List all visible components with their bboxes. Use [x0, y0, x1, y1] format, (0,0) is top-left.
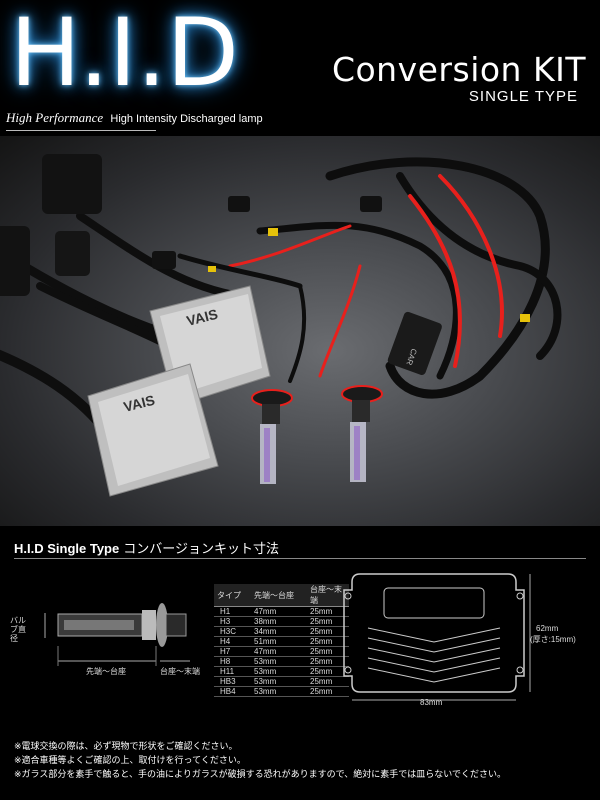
product-subtitle: SINGLE TYPE: [468, 88, 578, 105]
note-line: ※適合車種等よくご確認の上、取付けを行ってください。: [14, 756, 246, 766]
note-line: ※電球交換の際は、必ず現物で形状をご確認ください。: [14, 742, 238, 752]
ballast-lower: VAIS: [87, 363, 219, 497]
table-header: 先端～台座: [251, 584, 307, 607]
connector-clip: [208, 266, 216, 272]
kit-illustration: CAR VAIS VAIS: [0, 154, 562, 497]
section-heading-en: H.I.D Single Type: [14, 541, 120, 556]
product-title: Conversion KIT: [331, 50, 586, 89]
table-cell: 38mm: [251, 616, 307, 627]
harness-connector: [228, 196, 250, 212]
ballast-thickness-label: (厚さ:15mm): [530, 635, 576, 644]
ballast-brand: VAIS: [185, 306, 220, 329]
ballast-height-label: 62mm: [536, 624, 559, 633]
tagline-text: High Intensity Discharged lamp: [110, 113, 263, 125]
table-cell: 25mm: [307, 646, 349, 657]
table-header: 台座～末端: [307, 584, 349, 607]
table-cell: 25mm: [307, 666, 349, 677]
table-cell: 25mm: [307, 686, 349, 697]
tip-to-base-label: 先端～台座: [86, 667, 126, 676]
hid-bulb-right: [341, 385, 383, 482]
connector-plug: [55, 231, 90, 276]
table-cell: H3: [214, 616, 251, 627]
product-photo: CAR VAIS VAIS: [0, 136, 600, 526]
ballast-width-label: 83mm: [420, 698, 443, 707]
table-cell: 25mm: [307, 626, 349, 637]
table-cell: H7: [214, 646, 251, 657]
tagline: High Performance High Intensity Discharg…: [6, 110, 263, 126]
relay-box: [387, 311, 442, 376]
tagline-script: High Performance: [6, 110, 104, 125]
table-cell: 47mm: [251, 646, 307, 657]
table-cell: 25mm: [307, 656, 349, 667]
harness-connector: [360, 196, 382, 212]
harness-connector: [152, 251, 176, 269]
connector-block: [42, 154, 102, 214]
section-heading-jp: コンバージョンキット寸法: [123, 541, 279, 556]
table-cell: 53mm: [251, 676, 307, 687]
table-header-row: タイプ 先端～台座 台座～末端: [214, 584, 349, 607]
table-cell: 25mm: [307, 606, 349, 617]
notes: ※電球交換の際は、必ず現物で形状をご確認ください。 ※適合車種等よくご確認の上、…: [14, 740, 506, 782]
base-to-end-label: 台座～末端: [160, 667, 200, 676]
table-cell: 25mm: [307, 636, 349, 647]
table-cell: 25mm: [307, 676, 349, 687]
ballast-diagram: [343, 573, 531, 701]
table-cell: H8: [214, 656, 251, 667]
table-cell: H1: [214, 606, 251, 617]
section-divider: [14, 558, 586, 559]
table-cell: H11: [214, 666, 251, 677]
table-cell: 53mm: [251, 656, 307, 667]
connector-block: [0, 226, 30, 296]
table-cell: 47mm: [251, 606, 307, 617]
table-cell: 51mm: [251, 636, 307, 647]
table-cell: 34mm: [251, 626, 307, 637]
table-cell: 25mm: [307, 616, 349, 627]
ballast-brand: VAIS: [122, 392, 157, 415]
connector-clip: [268, 228, 278, 236]
table-cell: HB3: [214, 676, 251, 687]
table-cell: H4: [214, 636, 251, 647]
tagline-underline: [6, 130, 156, 131]
table-cell: HB4: [214, 686, 251, 697]
bulb-diameter-label: バルブ直径: [10, 616, 26, 643]
header-banner: H.I.D Conversion KIT SINGLE TYPE High Pe…: [0, 0, 600, 136]
note-line: ※ガラス部分を素手で触ると、手の油によりガラスが破損する恐れがありますので、絶対…: [14, 770, 507, 780]
table-cell: 53mm: [251, 666, 307, 677]
table-cell: 53mm: [251, 686, 307, 697]
hid-bulb-left: [251, 389, 293, 484]
table-cell: H3C: [214, 626, 251, 637]
connector-clip: [520, 314, 530, 322]
table-header: タイプ: [214, 584, 251, 607]
hid-logo: H.I.D: [10, 0, 239, 108]
bulb-diagram: [44, 603, 190, 666]
